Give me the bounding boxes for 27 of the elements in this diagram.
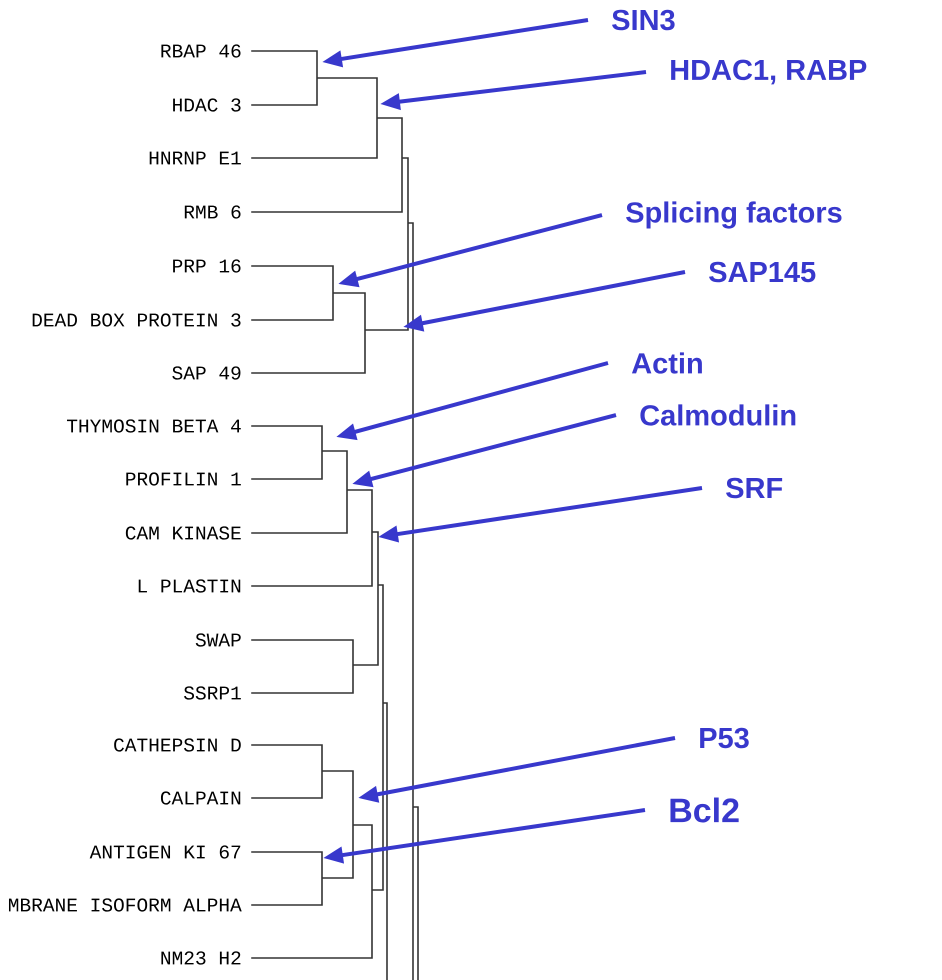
annotation-label: HDAC1, RABP bbox=[671, 60, 866, 84]
leaf-label: DEAD BOX PROTEIN 3 bbox=[32, 313, 241, 327]
annotation-label: SRF bbox=[726, 478, 782, 498]
leaf-label: THYMOSIN BETA 4 bbox=[67, 419, 241, 433]
leaf-label: HDAC 3 bbox=[173, 98, 241, 112]
leaf-label: SWAP bbox=[196, 633, 241, 647]
leaf-label: NM23 H2 bbox=[161, 951, 240, 965]
annotation-label: Calmodulin bbox=[640, 404, 796, 426]
annotation-label: Splicing factors bbox=[626, 201, 842, 229]
annotation-label: Bcl2 bbox=[670, 798, 739, 822]
leaf-label: RMB 6 bbox=[184, 205, 241, 219]
leaf-label: CAM KINASE bbox=[126, 526, 241, 540]
leaf-label: SSRP1 bbox=[184, 686, 241, 700]
annotation-label: P53 bbox=[700, 728, 749, 748]
annotation-label: SIN3 bbox=[612, 10, 675, 30]
leaf-label: PROFILIN 1 bbox=[126, 472, 241, 486]
annotation-label: SAP145 bbox=[709, 262, 816, 282]
leaf-label: SAP 49 bbox=[172, 366, 240, 380]
leaf-label: HNRNP E1 bbox=[150, 152, 241, 164]
leaf-label: RBAP 46 bbox=[161, 44, 241, 58]
leaf-label: L PLASTIN bbox=[138, 579, 240, 593]
annotation-label: Actin bbox=[632, 352, 702, 374]
leaf-label: PRP 16 bbox=[173, 259, 241, 273]
leaf-label: ANTIGEN KI 67 bbox=[90, 845, 240, 859]
leaf-label: MBRANE ISOFORM ALPHA bbox=[8, 898, 242, 912]
leaf-label: CALPAIN bbox=[160, 791, 240, 805]
leaf-label: CATHEPSIN D bbox=[114, 738, 241, 752]
